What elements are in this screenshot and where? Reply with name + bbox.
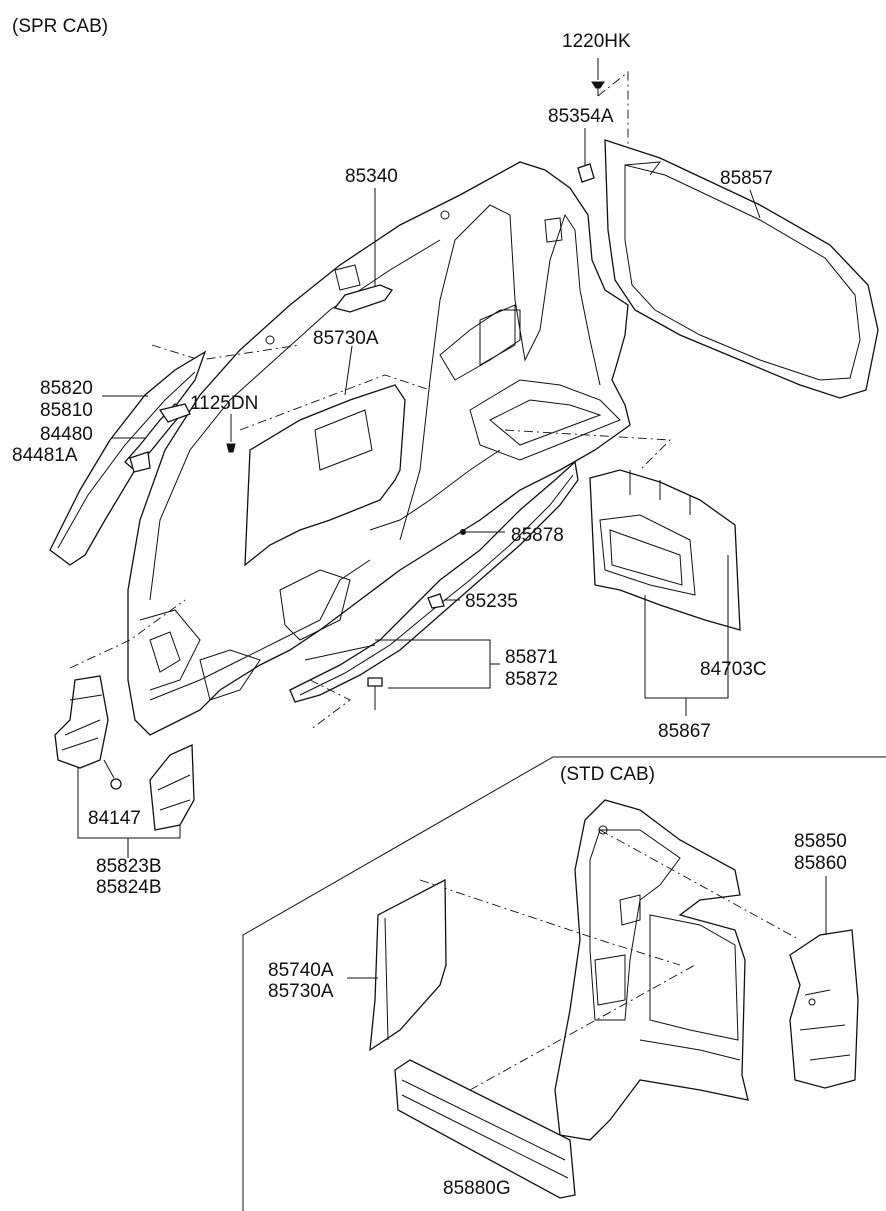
- label-85740A: 85740A: [268, 960, 334, 981]
- screw-85871: [304, 639, 500, 731]
- label-85860: 85860: [794, 853, 847, 874]
- label-85872: 85872: [505, 669, 558, 690]
- section-title-std-cab: (STD CAB): [560, 764, 655, 785]
- label-85730A-std: 85730A: [268, 981, 334, 1002]
- assist-handle-85340: [333, 188, 393, 313]
- std-cab-frame: [242, 756, 886, 1211]
- back-window-trim-85857: [604, 139, 879, 399]
- label-85867: 85867: [658, 721, 711, 742]
- storage-panel-85867: [589, 469, 741, 716]
- std-rocker-85880G: [394, 964, 696, 1199]
- label-85823B: 85823B: [96, 856, 162, 877]
- label-85824B: 85824B: [96, 877, 162, 898]
- quarter-trim-85730A: [239, 345, 431, 567]
- label-85810: 85810: [40, 400, 93, 421]
- label-84703C: 84703C: [700, 659, 767, 680]
- screw-1125DN: [226, 414, 236, 453]
- label-85820: 85820: [40, 378, 93, 399]
- label-84147: 84147: [88, 808, 141, 829]
- label-85235: 85235: [465, 591, 518, 612]
- clip-85354A: [577, 128, 595, 183]
- label-84481A: 84481A: [12, 445, 78, 466]
- screw-1220HK: [591, 58, 605, 96]
- std-side-panel: [419, 799, 801, 1141]
- label-1125DN: 1125DN: [190, 393, 259, 414]
- label-85340: 85340: [345, 166, 398, 187]
- clip-85235: [427, 593, 460, 609]
- label-85850: 85850: [794, 831, 847, 852]
- label-85871: 85871: [505, 647, 558, 668]
- label-85857: 85857: [720, 168, 773, 189]
- lower-trim-85823B: [54, 599, 195, 858]
- section-title-spr-cab: (SPR CAB): [12, 16, 109, 37]
- grip-handle-84480: [112, 403, 191, 473]
- std-quarter-trim-85740A: [347, 878, 447, 1052]
- label-85354A: 85354A: [548, 106, 614, 127]
- std-rear-panel-85850: [789, 876, 859, 1089]
- label-85878: 85878: [511, 525, 564, 546]
- label-1220HK: 1220HK: [562, 31, 631, 52]
- label-85880G: 85880G: [443, 1178, 511, 1199]
- rocker-trim-85878: [289, 429, 672, 703]
- label-85730A-spr: 85730A: [313, 328, 379, 349]
- label-84480: 84480: [40, 424, 93, 445]
